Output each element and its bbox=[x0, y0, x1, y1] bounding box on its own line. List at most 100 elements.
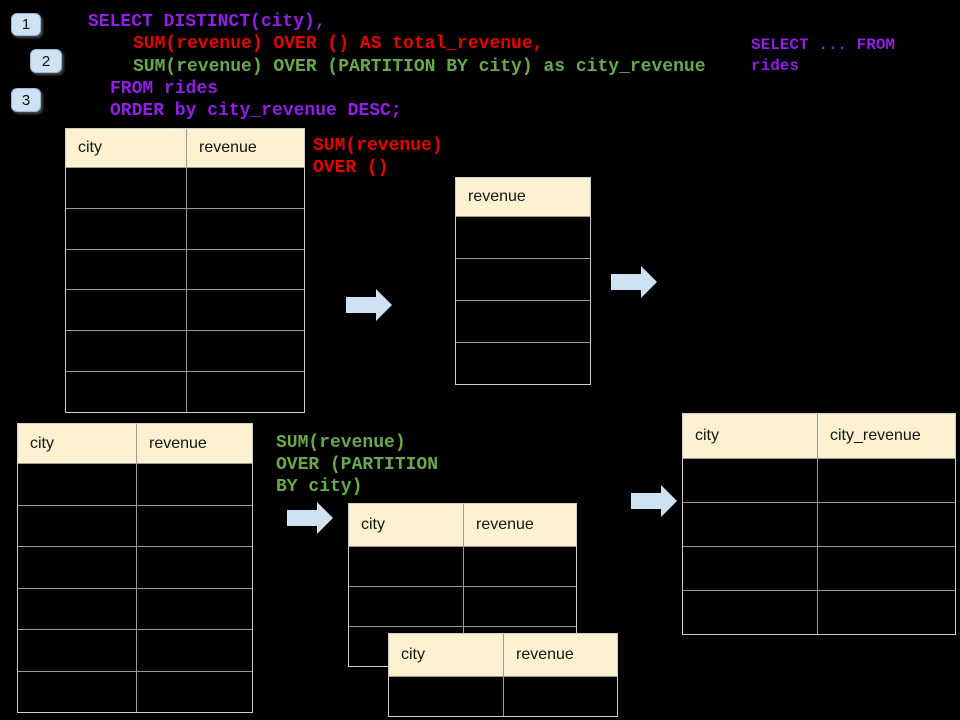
table-row bbox=[66, 207, 304, 249]
table-cell bbox=[66, 290, 187, 331]
column-header-city: city bbox=[349, 504, 464, 546]
step-badge-2: 2 bbox=[30, 49, 62, 73]
table-row bbox=[66, 371, 304, 412]
table-row bbox=[683, 590, 955, 634]
arrow-right-icon bbox=[287, 502, 333, 534]
sql-line-sum-partition: SUM(revenue) OVER (PARTITION BY city) as… bbox=[133, 57, 706, 77]
table-cell bbox=[18, 505, 137, 546]
column-header-revenue: revenue bbox=[476, 516, 534, 533]
table-cell bbox=[137, 547, 252, 588]
table-row bbox=[456, 216, 590, 258]
table-row bbox=[18, 504, 252, 547]
table-cell bbox=[456, 301, 590, 342]
table-cell bbox=[18, 588, 137, 629]
table-cell bbox=[18, 630, 137, 671]
table-cell bbox=[66, 208, 187, 249]
table-cell bbox=[187, 372, 304, 412]
table-header-row: city revenue bbox=[66, 129, 304, 167]
table-body bbox=[456, 216, 590, 384]
sql-line-select: SELECT DISTINCT(city), bbox=[88, 12, 326, 32]
sql-line-order: ORDER by city_revenue DESC; bbox=[110, 101, 402, 121]
table-cell bbox=[818, 547, 955, 590]
table-cell bbox=[187, 250, 304, 290]
table-cell bbox=[456, 259, 590, 300]
arrow-right-icon bbox=[346, 289, 392, 321]
table-cell bbox=[683, 459, 818, 502]
table-cell bbox=[187, 290, 304, 330]
table-cell bbox=[818, 591, 955, 634]
table-row bbox=[456, 258, 590, 300]
table-cell bbox=[389, 677, 504, 716]
column-header-city: city bbox=[683, 414, 818, 458]
table-cell bbox=[18, 671, 137, 712]
table-row bbox=[389, 676, 617, 716]
step-badge-3: 3 bbox=[11, 88, 41, 112]
arrow-right-icon bbox=[631, 485, 677, 517]
table-row bbox=[683, 458, 955, 502]
table-cell bbox=[683, 591, 818, 634]
label-window-partition-line-2: OVER (PARTITION bbox=[276, 455, 439, 475]
table-row bbox=[66, 167, 304, 208]
sql-line-sum-total: SUM(revenue) OVER () AS total_revenue, bbox=[133, 34, 544, 54]
table-partition-result-back: city revenue bbox=[388, 633, 618, 717]
table-row bbox=[18, 463, 252, 505]
table-row bbox=[18, 546, 252, 588]
table-row bbox=[683, 502, 955, 546]
table-cell bbox=[187, 168, 304, 208]
column-header-city: city bbox=[66, 129, 187, 167]
table-body bbox=[18, 463, 252, 712]
table-cell bbox=[18, 464, 137, 505]
side-note-line-2: rides bbox=[751, 57, 800, 75]
table-cell bbox=[683, 503, 818, 546]
table-rides-bottom: city revenue bbox=[17, 423, 253, 713]
table-row bbox=[66, 330, 304, 372]
table-rides-top: city revenue bbox=[65, 128, 305, 413]
table-cell bbox=[464, 547, 576, 586]
table-row bbox=[18, 629, 252, 671]
table-row bbox=[18, 587, 252, 630]
table-header-row: revenue bbox=[456, 178, 590, 216]
table-cell bbox=[349, 587, 464, 626]
table-cell bbox=[683, 547, 818, 590]
table-cell bbox=[456, 217, 590, 258]
table-cell bbox=[137, 672, 252, 713]
column-header-revenue: revenue bbox=[468, 188, 526, 205]
table-row bbox=[456, 300, 590, 342]
table-row bbox=[349, 586, 576, 626]
table-cell bbox=[818, 503, 955, 546]
table-row bbox=[683, 546, 955, 590]
column-header-city: city bbox=[18, 424, 137, 463]
column-header-revenue: revenue bbox=[516, 646, 574, 663]
table-cell bbox=[818, 459, 955, 502]
table-header-row: city city_revenue bbox=[683, 414, 955, 458]
table-city-revenue-result: city city_revenue bbox=[682, 413, 956, 635]
step-badge-1: 1 bbox=[11, 13, 41, 36]
arrow-right-icon bbox=[611, 266, 657, 298]
label-window-partition-line-1: SUM(revenue) bbox=[276, 433, 406, 453]
table-body bbox=[683, 458, 955, 634]
sql-line-from: FROM rides bbox=[110, 79, 219, 99]
table-cell bbox=[137, 589, 252, 630]
table-cell bbox=[66, 168, 187, 208]
table-body bbox=[389, 676, 617, 716]
column-header-city-revenue: city_revenue bbox=[830, 427, 921, 444]
table-cell bbox=[504, 677, 617, 716]
table-cell bbox=[464, 587, 576, 626]
label-window-partition-line-3: BY city) bbox=[276, 477, 363, 497]
label-window-total-line-1: SUM(revenue) bbox=[313, 136, 443, 156]
table-row bbox=[66, 289, 304, 331]
table-cell bbox=[66, 372, 187, 412]
table-cell bbox=[18, 547, 137, 588]
table-header-row: city revenue bbox=[18, 424, 252, 463]
table-cell bbox=[349, 547, 464, 586]
table-cell bbox=[137, 506, 252, 547]
table-header-row: city revenue bbox=[389, 634, 617, 676]
table-row bbox=[66, 248, 304, 290]
table-row bbox=[18, 670, 252, 713]
table-cell bbox=[66, 249, 187, 290]
table-total-revenue-result: revenue bbox=[455, 177, 591, 385]
label-window-total-line-2: OVER () bbox=[313, 158, 389, 178]
column-header-revenue: revenue bbox=[199, 139, 257, 156]
table-cell bbox=[456, 343, 590, 384]
